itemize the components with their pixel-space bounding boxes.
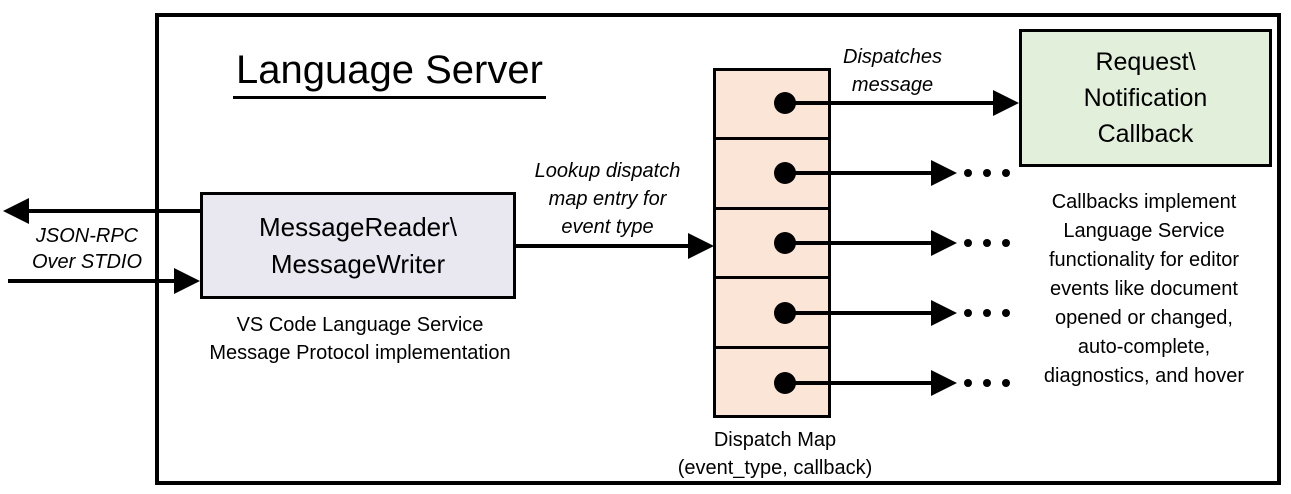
diagram-title: Language Server	[233, 48, 546, 99]
language-server-box	[155, 13, 1281, 485]
lookup-label-line: event type	[561, 216, 654, 238]
callbacks-note-line: opened or changed,	[1055, 307, 1233, 329]
dispatch-line	[785, 241, 933, 245]
ellipsis-icon	[964, 379, 1010, 387]
reader-box-line: MessageWriter	[270, 248, 446, 279]
ellipsis-icon	[964, 309, 1010, 317]
dispatch-caption-line: Dispatch Map	[713, 429, 837, 451]
callback-box-line: Notification	[1083, 84, 1208, 112]
dispatch-line	[785, 381, 933, 385]
stdio-in-line	[8, 279, 176, 283]
callbacks-note-line: auto-complete,	[1077, 336, 1211, 358]
dispatch-cell	[716, 276, 828, 345]
callbacks-note: Callbacks implement Language Service fun…	[1008, 188, 1280, 391]
ellipsis-icon	[964, 169, 1010, 177]
lookup-label: Lookup dispatch map entry for event type	[515, 157, 700, 241]
dispatches-label: Dispatches message	[815, 43, 970, 99]
callbacks-note-line: Callbacks implement	[1051, 191, 1237, 213]
jsonrpc-label-line: JSON-RPC	[35, 225, 139, 247]
callback-box-line: Request\	[1095, 48, 1196, 76]
arrow-right-icon	[174, 268, 200, 294]
dispatch-line	[785, 101, 995, 105]
dispatch-line	[785, 311, 933, 315]
request-notification-callback-box: Request\ Notification Callback	[1019, 29, 1272, 167]
dispatch-cell	[716, 345, 828, 415]
reader-box-line: MessageReader\	[259, 211, 457, 242]
jsonrpc-label-line: Over STDIO	[31, 251, 142, 273]
lookup-line	[513, 244, 691, 248]
jsonrpc-label: JSON-RPC Over STDIO	[12, 223, 162, 275]
arrow-right-icon	[993, 90, 1019, 116]
arrow-right-icon	[931, 370, 957, 396]
arrow-right-icon	[688, 233, 714, 259]
callback-box-line: Callback	[1097, 120, 1194, 148]
dispatch-caption-line: (event_type, callback)	[677, 457, 873, 479]
stdio-out-line	[25, 209, 200, 213]
ellipsis-icon	[964, 239, 1010, 247]
reader-box-caption: VS Code Language Service Message Protoco…	[185, 311, 535, 367]
callbacks-note-line: events like document	[1050, 278, 1238, 300]
dispatch-map-caption: Dispatch Map (event_type, callback)	[655, 426, 895, 482]
callbacks-note-line: diagnostics, and hover	[1043, 365, 1245, 387]
dispatches-label-line: Dispatches	[843, 46, 942, 68]
dispatch-cell	[716, 137, 828, 206]
arrow-right-icon	[931, 300, 957, 326]
callbacks-note-line: Language Service	[1063, 220, 1225, 242]
arrow-right-icon	[931, 230, 957, 256]
lookup-label-line: map entry for	[548, 188, 667, 210]
dispatches-label-line: message	[851, 74, 934, 96]
message-reader-writer-box: MessageReader\ MessageWriter	[200, 192, 516, 299]
dispatch-line	[785, 171, 933, 175]
reader-caption-line: VS Code Language Service	[236, 314, 484, 336]
arrow-left-icon	[3, 198, 29, 224]
reader-caption-line: Message Protocol implementation	[209, 342, 511, 364]
dispatch-cell	[716, 206, 828, 276]
callbacks-note-line: functionality for editor	[1048, 249, 1240, 271]
lookup-label-line: Lookup dispatch	[534, 160, 681, 182]
arrow-right-icon	[931, 160, 957, 186]
